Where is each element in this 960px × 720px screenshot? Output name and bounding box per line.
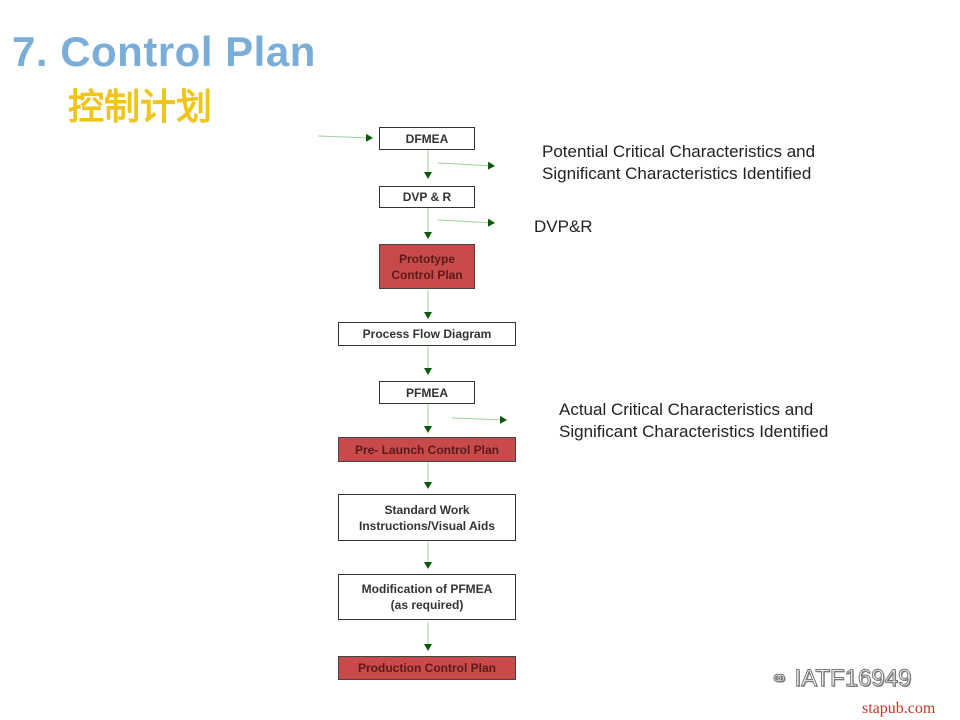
potential-characteristics-note: Potential Critical Characteristics and S… xyxy=(542,142,816,183)
standard-work-box: Standard Work Instructions/Visual Aids xyxy=(338,494,516,541)
dvpr-box: DVP & R xyxy=(379,186,475,208)
page-subtitle: 控制计划 xyxy=(68,87,213,128)
watermark-logo: ⚭ IATF16949 xyxy=(769,665,912,693)
production-control-plan-box: Production Control Plan xyxy=(338,656,516,680)
watermark-site: stapub.com xyxy=(862,700,936,717)
prototype-control-plan-box: Prototype Control Plan xyxy=(379,244,475,289)
production-label: Production Control Plan xyxy=(358,661,496,675)
actual-characteristics-note: Actual Critical Characteristics and Sign… xyxy=(559,400,829,441)
pfmea-label: PFMEA xyxy=(406,385,448,400)
process-flow-label: Process Flow Diagram xyxy=(362,327,492,341)
arrow-to-actual-note xyxy=(451,415,507,424)
wechat-icon: ⚭ xyxy=(769,666,789,692)
prototype-label: Prototype Control Plan xyxy=(391,251,463,282)
prelaunch-control-plan-box: Pre- Launch Control Plan xyxy=(338,437,516,462)
dvpr-label: DVP & R xyxy=(402,190,452,204)
page-title: 7. Control Plan xyxy=(12,28,316,75)
dvpr-note: DVP&R xyxy=(534,217,593,236)
dfmea-label: DFMEA xyxy=(405,131,449,146)
modification-pfmea-box: Modification of PFMEA (as required) xyxy=(338,574,516,620)
arrow-to-dvpr-note xyxy=(437,218,495,227)
entry-arrow xyxy=(317,133,373,142)
prelaunch-label: Pre- Launch Control Plan xyxy=(354,442,499,457)
arrow-to-potential-note xyxy=(437,161,495,170)
standard-work-label: Standard Work Instructions/Visual Aids xyxy=(358,502,496,533)
modification-label: Modification of PFMEA (as required) xyxy=(361,582,493,612)
process-flow-diagram-box: Process Flow Diagram xyxy=(338,322,516,346)
dfmea-box: DFMEA xyxy=(379,127,475,150)
watermark-logo-text: IATF16949 xyxy=(794,665,912,693)
pfmea-box: PFMEA xyxy=(379,381,475,404)
